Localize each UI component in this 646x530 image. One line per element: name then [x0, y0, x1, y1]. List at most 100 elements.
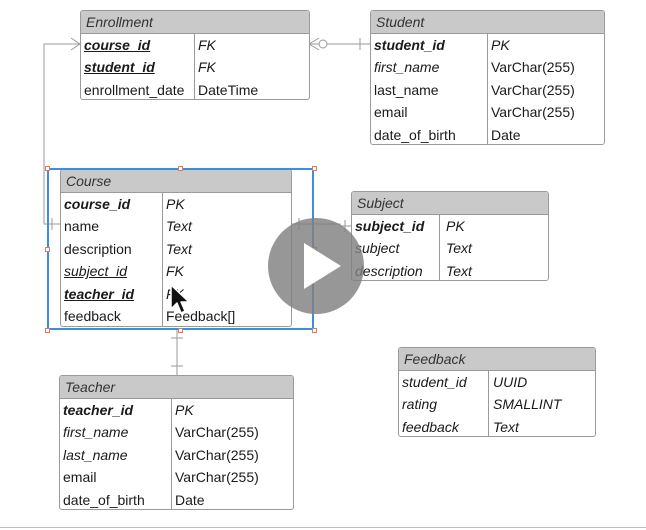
table-row[interactable]: email VarChar(255) [371, 101, 604, 123]
table-row[interactable]: feedback Text [399, 416, 595, 438]
field-type: UUID [493, 374, 528, 390]
field-name: first_name [63, 424, 129, 441]
table-row[interactable]: date_of_birth Date [60, 489, 293, 511]
field-name: student_id [402, 374, 467, 390]
field-name: first_name [374, 59, 440, 76]
field-type: VarChar(255) [175, 446, 259, 463]
field-name: enrollment_date [84, 81, 185, 98]
field-type: VarChar(255) [491, 81, 575, 98]
column-divider [439, 214, 440, 280]
column-divider [194, 33, 195, 99]
table-row[interactable]: subject_id FK [61, 260, 291, 282]
table-row[interactable]: last_name VarChar(255) [371, 79, 604, 101]
column-divider [488, 370, 489, 436]
table-row[interactable]: name Text [61, 215, 291, 237]
column-divider [162, 192, 163, 326]
divider [0, 527, 646, 528]
field-type: Text [446, 240, 472, 257]
column-divider [171, 398, 172, 509]
entity-course-title: Course [61, 170, 291, 193]
field-type: PK [166, 196, 185, 212]
field-name: description [355, 262, 423, 279]
play-button[interactable] [268, 218, 364, 314]
arrow-cursor-icon [170, 284, 190, 314]
column-divider [487, 33, 488, 144]
field-name: date_of_birth [63, 491, 145, 508]
table-row[interactable]: last_name VarChar(255) [60, 444, 293, 466]
field-type: VarChar(255) [175, 469, 259, 486]
field-type: PK [491, 37, 510, 53]
table-row[interactable]: subject_id PK [352, 215, 548, 237]
entity-feedback[interactable]: Feedback student_id UUID rating SMALLINT… [398, 347, 596, 437]
entity-enrollment[interactable]: Enrollment course_id FK student_id FK en… [80, 10, 310, 100]
field-name: student_id [84, 59, 155, 76]
table-row[interactable]: description Text [352, 260, 548, 282]
resize-handle-left[interactable] [45, 247, 50, 252]
resize-handle-top-left[interactable] [45, 166, 50, 171]
field-name: student_id [374, 37, 445, 53]
field-name: feedback [402, 418, 459, 435]
field-name: subject [355, 240, 400, 257]
play-icon [304, 243, 341, 289]
table-row[interactable]: date_of_birth Date [371, 124, 604, 146]
field-type: Text [446, 262, 472, 279]
field-type: Date [491, 126, 521, 143]
field-name: teacher_id [63, 402, 134, 418]
table-row[interactable]: description Text [61, 238, 291, 260]
connector-enrollment-student[interactable] [308, 37, 372, 51]
field-name: last_name [374, 81, 439, 98]
field-name: course_id [64, 196, 131, 212]
field-type: Text [493, 418, 519, 435]
entity-enrollment-title: Enrollment [81, 11, 309, 34]
table-row[interactable]: subject Text [352, 237, 548, 259]
table-row[interactable]: student_id FK [81, 56, 309, 78]
field-type: SMALLINT [493, 396, 562, 413]
resize-handle-bottom-right[interactable] [312, 328, 317, 333]
table-row[interactable]: teacher_id PK [60, 399, 293, 421]
entity-subject-title: Subject [352, 192, 548, 215]
entity-teacher[interactable]: Teacher teacher_id PK first_name VarChar… [59, 375, 294, 510]
table-row[interactable]: enrollment_date DateTime [81, 79, 309, 101]
field-type: Text [166, 240, 192, 257]
resize-handle-top[interactable] [178, 166, 183, 171]
field-type: PK [446, 218, 465, 234]
resize-handle-bottom[interactable] [178, 328, 183, 333]
table-row[interactable]: course_id PK [61, 193, 291, 215]
field-name: description [64, 240, 132, 257]
field-name: course_id [84, 37, 151, 53]
table-row[interactable]: first_name VarChar(255) [371, 56, 604, 78]
field-type: FK [166, 263, 184, 280]
field-name: email [63, 469, 97, 486]
entity-teacher-title: Teacher [60, 376, 293, 399]
field-type: VarChar(255) [491, 104, 575, 121]
field-type: FK [198, 59, 216, 76]
field-type: Date [175, 491, 205, 508]
entity-feedback-title: Feedback [399, 348, 595, 371]
table-row[interactable]: student_id UUID [399, 371, 595, 393]
field-type: FK [198, 37, 216, 53]
table-row[interactable]: email VarChar(255) [60, 466, 293, 488]
table-row[interactable]: first_name VarChar(255) [60, 421, 293, 443]
connector-course-teacher[interactable] [171, 328, 183, 376]
field-name: date_of_birth [374, 126, 456, 143]
field-name: rating [402, 396, 438, 413]
field-type: VarChar(255) [491, 59, 575, 76]
table-row[interactable]: student_id PK [371, 34, 604, 56]
resize-handle-bottom-left[interactable] [45, 328, 50, 333]
entity-student-title: Student [371, 11, 604, 34]
table-row[interactable]: course_id FK [81, 34, 309, 56]
field-type: DateTime [198, 81, 259, 98]
field-name: subject_id [355, 218, 425, 234]
field-name: subject_id [64, 263, 128, 280]
resize-handle-top-right[interactable] [312, 166, 317, 171]
entity-student[interactable]: Student student_id PK first_name VarChar… [370, 10, 605, 145]
entity-subject[interactable]: Subject subject_id PK subject Text descr… [351, 191, 549, 281]
field-type: Text [166, 218, 192, 235]
field-name: email [374, 104, 408, 121]
field-name: teacher_id [64, 285, 135, 302]
field-name: last_name [63, 446, 128, 463]
field-name: name [64, 218, 100, 235]
table-row[interactable]: rating SMALLINT [399, 393, 595, 415]
field-type: PK [175, 402, 194, 418]
